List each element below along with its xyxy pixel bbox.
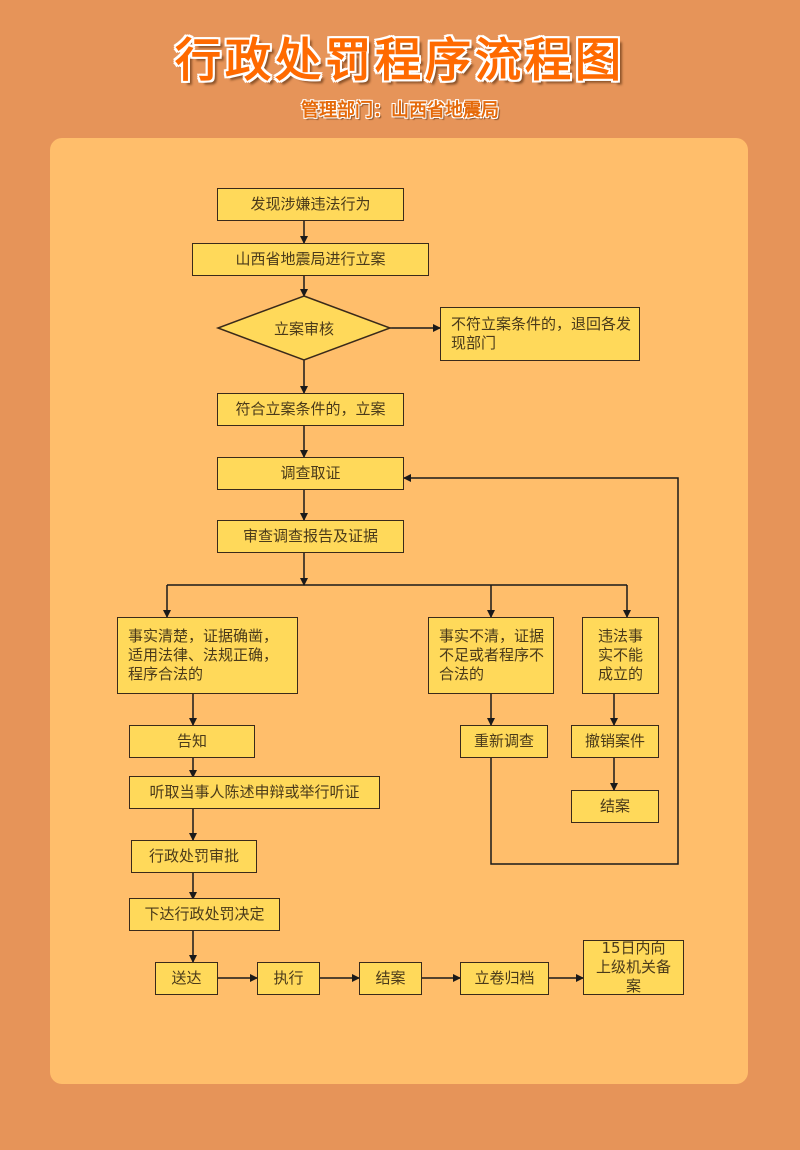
- step-revoke: 撤销案件: [571, 725, 659, 758]
- review-label: 立案审核: [273, 320, 334, 338]
- step-reinvestigate: 重新调查: [460, 725, 548, 758]
- step-reject: 不符立案条件的，退回各发现部门: [440, 307, 640, 361]
- branch-invalid: 违法事实不能成立的: [582, 617, 659, 694]
- branch-unclear: 事实不清，证据不足或者程序不合法的: [428, 617, 554, 694]
- step-approve: 行政处罚审批: [131, 840, 257, 873]
- department-subtitle: 管理部门：山西省地震局: [301, 100, 499, 121]
- step-close-revoke: 结案: [571, 790, 659, 823]
- step-execute: 执行: [257, 962, 320, 995]
- step-register: 山西省地震局进行立案: [192, 243, 429, 276]
- step-examine: 审查调查报告及证据: [217, 520, 404, 553]
- step-close: 结案: [359, 962, 422, 995]
- step-decide: 下达行政处罚决定: [129, 898, 280, 931]
- page-title: 行政处罚程序流程图: [175, 33, 625, 87]
- loop-back-line: [403, 474, 679, 865]
- step-report: 15日内向上级机关备案: [583, 939, 684, 995]
- branch-clear: 事实清楚，证据确凿，适用法律、法规正确，程序合法的: [117, 617, 298, 694]
- step-hearing: 听取当事人陈述申辩或举行听证: [129, 776, 380, 809]
- review-diamond: [215, 295, 393, 361]
- step-discover: 发现涉嫌违法行为: [217, 188, 404, 221]
- step-deliver: 送达: [155, 962, 218, 995]
- step-archive: 立卷归档: [460, 962, 549, 995]
- step-notify: 告知: [129, 725, 255, 758]
- step-accept: 符合立案条件的，立案: [217, 393, 404, 426]
- step-investigate: 调查取证: [217, 457, 404, 490]
